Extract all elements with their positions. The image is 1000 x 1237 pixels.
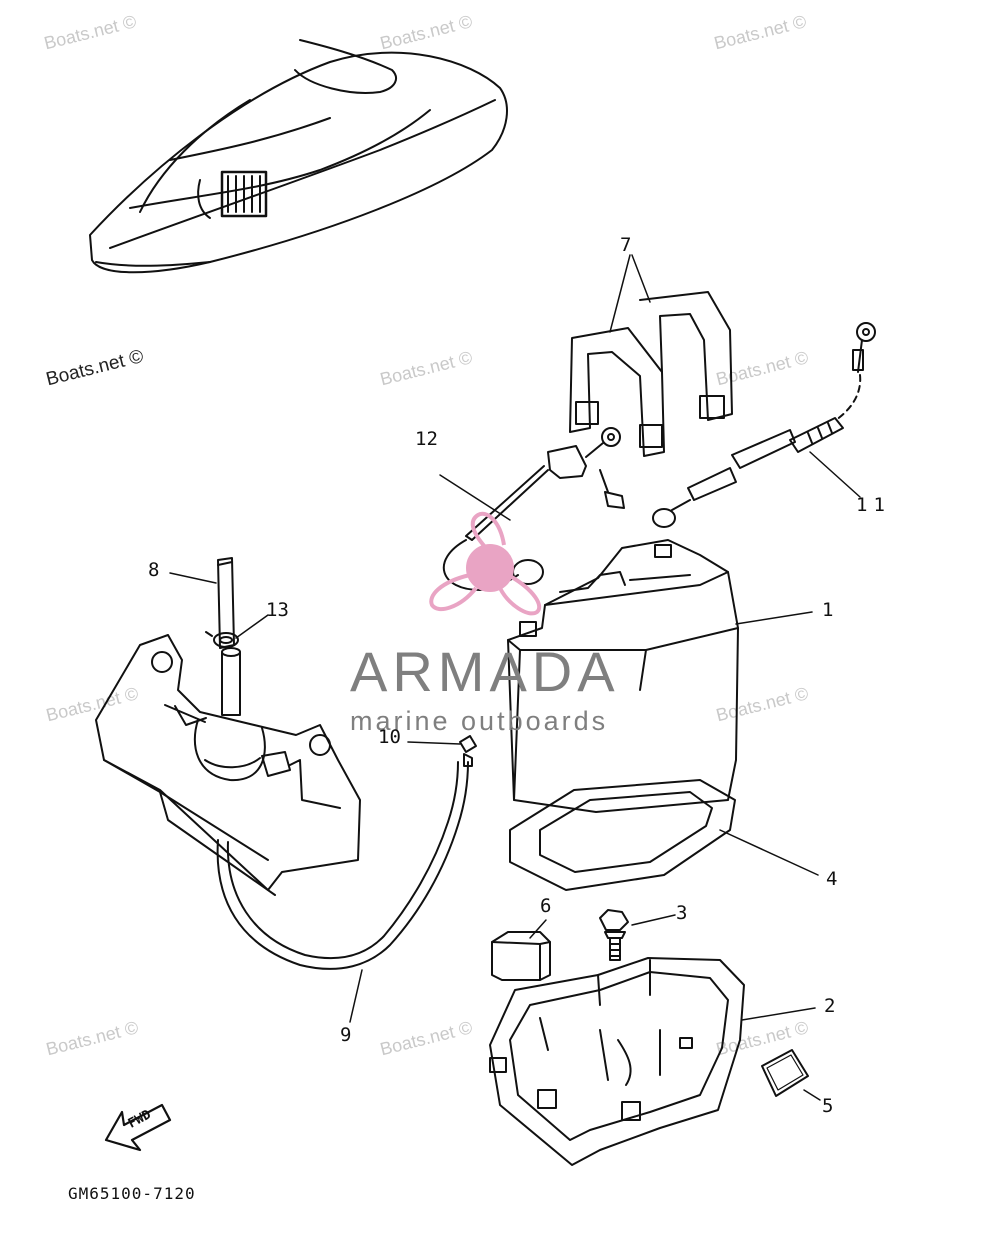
callout-2: 2: [824, 995, 836, 1017]
clamp: [205, 631, 239, 648]
callout-6: 6: [540, 895, 552, 917]
positive-cable: [652, 322, 876, 528]
callout-3: 3: [676, 902, 688, 924]
callout-12: 12: [415, 428, 438, 450]
callout-5: 5: [822, 1095, 834, 1117]
callout-1: 1: [822, 599, 834, 621]
callout-7: 7: [620, 234, 632, 256]
logo-propeller-icon: [429, 511, 542, 616]
battery-case: [489, 957, 745, 1166]
leader-lines: [169, 254, 861, 1101]
logo-tagline: marine outboards: [350, 706, 609, 736]
callout-13: 13: [266, 599, 289, 621]
callout-8: 8: [148, 559, 160, 581]
watercraft-hull: [89, 39, 508, 274]
diagram-code: GM65100-7120: [68, 1184, 196, 1203]
logo-name: ARMADA: [350, 640, 620, 703]
pad: [761, 1049, 809, 1097]
callout-4: 4: [826, 868, 838, 890]
battery-mat: [509, 779, 736, 891]
bolt: [599, 909, 629, 961]
bracket: [95, 634, 361, 896]
callout-11: 11: [856, 494, 891, 516]
battery-straps: [569, 291, 733, 457]
callout-9: 9: [340, 1024, 352, 1046]
cap: [491, 931, 551, 981]
fitting: [459, 735, 477, 767]
fwd-arrow-icon: [104, 1103, 172, 1152]
battery: [507, 539, 739, 813]
callout-10: 10: [378, 726, 401, 748]
breather-hose: [216, 761, 469, 970]
